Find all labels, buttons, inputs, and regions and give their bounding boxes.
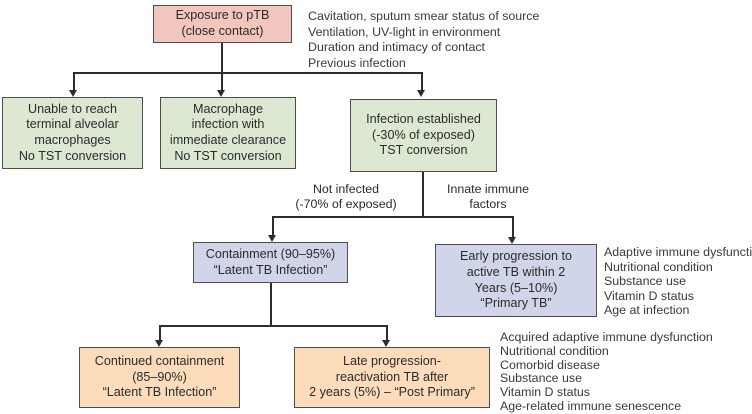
no-reach-line: Unable to reach [28,101,117,116]
connector-infection-branch [272,216,513,218]
early-progression-box: Early progression to active TB within 2 … [435,244,597,317]
connector-to-infection [421,72,423,91]
connector-containment-stem [270,283,272,326]
factor-item: Substance use [604,274,686,288]
arrowhead-early [508,237,516,244]
factor-item: Substance use [500,371,582,386]
early-line: Early progression to [460,249,572,264]
factor-item: Age-related immune senescence [500,398,682,413]
connector-infection-stem [422,172,424,217]
factor-item: Acquired adaptive immune dysfunction [500,330,713,344]
late-line: Late progression- [342,354,441,369]
no-reach-box: Unable to reach terminal alveolar macrop… [2,97,143,169]
arrowhead-infection [417,90,425,97]
connector-containment-branch [159,325,387,327]
late-line: 2 years (5%) – “Post Primary” [309,385,475,400]
continued-line: (85–90%) [132,369,187,384]
factor-item: Nutritional condition [604,259,713,274]
connector-to-early [512,216,514,238]
no-reach-line: terminal alveolar [26,117,119,132]
connector-to-containment [272,216,274,236]
early-line: “Primary TB” [480,296,552,311]
exposure-line: Exposure to pTB [175,8,270,23]
primary-tb-factors-list: Adaptive immune dysfunction Nutritional … [604,245,752,318]
arrowhead-no-reach [69,90,77,97]
clearance-box: Macrophage infection with immediate clea… [160,97,296,169]
infection-line: TST conversion [379,143,468,158]
factor-item: Age at infection [604,303,690,317]
infection-established-box: Infection established (-30% of exposed) … [350,99,497,172]
factor-item: Comorbid disease [500,357,600,372]
clearance-line: infection with [191,117,265,132]
not-infected-label: Not infected (-70% of exposed) [295,182,397,211]
infection-line: (-30% of exposed) [372,127,475,142]
arrowhead-continued [155,340,163,347]
late-progression-box: Late progression- reactivation TB after … [294,347,490,408]
arrowhead-containment [268,235,276,242]
factor-item: Vitamin D status [604,288,694,303]
continued-line: Continued containment [94,354,225,369]
connector-to-late [386,325,388,341]
factor-item: Nutritional condition [500,343,609,358]
factor-item: Cavitation, sputum smear status of sourc… [308,9,540,23]
continued-line: “Latent TB Infection” [102,385,217,400]
exposure-box: Exposure to pTB (close contact) [153,5,292,43]
infection-line: Infection established [366,112,481,127]
early-line: Years (5–10%) [474,280,558,295]
connector-exposure-branch [73,72,423,74]
no-reach-line: No TST conversion [18,148,127,163]
innate-immune-label: Innate immune factors [447,182,529,211]
factor-item: Adaptive immune dysfunction [604,245,752,259]
factor-item: Previous infection [308,55,406,70]
connector-to-no-reach [73,72,75,91]
clearance-line: Macrophage [192,101,263,116]
late-line: reactivation TB after [335,369,449,384]
exposure-factors-list: Cavitation, sputum smear status of sourc… [308,9,539,71]
factor-item: Duration and intimacy of contact [308,40,486,54]
continued-containment-box: Continued containment (85–90%) “Latent T… [79,347,240,408]
exposure-line: (close contact) [181,24,264,38]
connector-exposure-stem [221,43,223,91]
arrowhead-late [382,340,390,347]
containment-box: Containment (90–95%) “Latent TB Infectio… [193,242,348,283]
connector-to-continued [159,325,161,341]
clearance-line: No TST conversion [174,148,282,163]
factor-item: Vitamin D status [500,385,590,400]
factor-item: Ventilation, UV-light in environment [308,24,501,39]
post-primary-factors-list: Acquired adaptive immune dysfunction Nut… [500,330,713,414]
early-line: active TB within 2 [466,264,566,279]
arrowhead-clearance [217,90,225,97]
containment-line: “Latent TB Infection” [213,262,328,277]
containment-line: Containment (90–95%) [205,246,336,261]
clearance-line: immediate clearance [169,133,287,147]
no-reach-line: macrophages [34,133,111,147]
